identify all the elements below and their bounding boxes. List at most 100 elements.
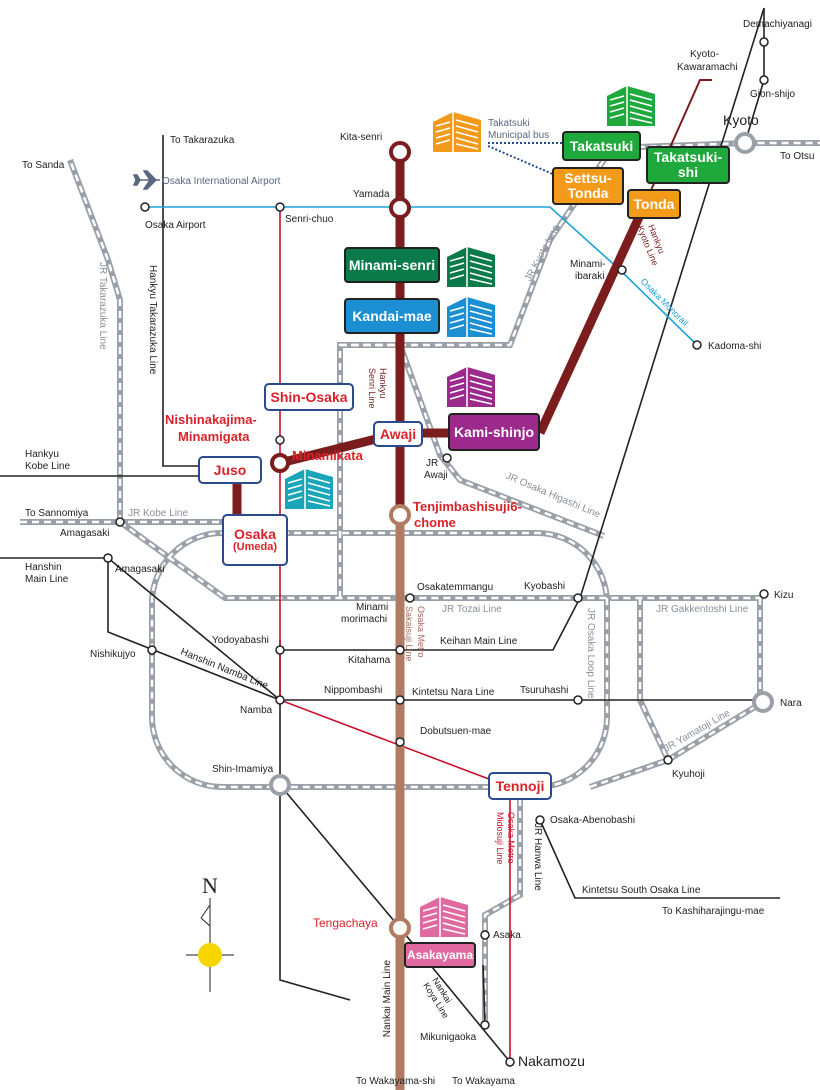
svg-text:Municipal bus: Municipal bus	[488, 130, 549, 141]
svg-text:Dobutsuen-mae: Dobutsuen-mae	[420, 726, 492, 737]
station-markers	[103, 37, 774, 1067]
compass-icon: N	[186, 873, 234, 992]
svg-text:Osaka Monorail: Osaka Monorail	[639, 276, 691, 328]
svg-text:Amagasaki: Amagasaki	[115, 564, 164, 575]
station-juso[interactable]: Juso	[198, 456, 262, 484]
svg-text:Osaka Metro: Osaka Metro	[506, 812, 516, 864]
campus-label: Asakayama	[406, 947, 474, 962]
campus-label: Takatsuki	[569, 137, 634, 154]
campus-label: Tonda	[567, 185, 609, 201]
svg-text:Asaka: Asaka	[493, 930, 521, 941]
station-label: Shin-Osaka	[270, 388, 348, 405]
svg-text:Nakamozu: Nakamozu	[518, 1053, 585, 1069]
svg-text:To Kashiharajingu-mae: To Kashiharajingu-mae	[662, 906, 765, 917]
private-lines	[0, 7, 780, 1063]
campus-takatsuki-shi[interactable]: Takatsuki-shi	[646, 146, 730, 184]
station-awaji[interactable]: Awaji	[373, 421, 423, 447]
svg-text:Nishinakajima-: Nishinakajima-	[165, 412, 257, 427]
svg-text:Mikunigaoka: Mikunigaoka	[420, 1032, 477, 1043]
svg-text:Osaka-Abenobashi: Osaka-Abenobashi	[550, 815, 635, 826]
svg-text:Nara: Nara	[780, 698, 802, 709]
svg-text:Namba: Namba	[240, 705, 273, 716]
svg-text:Gion-shijo: Gion-shijo	[750, 89, 795, 100]
svg-text:Senri-chuo: Senri-chuo	[285, 214, 334, 225]
monorail-line	[145, 206, 698, 346]
svg-text:morimachi: morimachi	[341, 614, 387, 625]
svg-text:Tengachaya: Tengachaya	[313, 916, 378, 930]
campus-label: Kami-shinjo	[453, 423, 535, 440]
svg-text:To Sannomiya: To Sannomiya	[25, 508, 89, 519]
compass-letter: N	[202, 873, 218, 898]
sun-icon	[198, 943, 222, 967]
campus-tonda[interactable]: Tonda	[627, 189, 681, 219]
campus-minami-senri[interactable]: Minami-senri	[344, 247, 440, 283]
svg-text:Hankyu: Hankyu	[378, 368, 388, 399]
red-station-labels: Nishinakajima- Minamigata Minamikata Ten…	[165, 412, 522, 930]
svg-text:JR Hanwa Line: JR Hanwa Line	[532, 823, 543, 891]
svg-text:Minamikata: Minamikata	[292, 448, 364, 463]
svg-text:JR Tozai Line: JR Tozai Line	[442, 604, 502, 615]
svg-text:ibaraki: ibaraki	[575, 271, 604, 282]
svg-text:Yodoyabashi: Yodoyabashi	[212, 635, 269, 646]
svg-text:Kadoma-shi: Kadoma-shi	[708, 341, 761, 352]
svg-text:To Wakayama: To Wakayama	[452, 1076, 515, 1087]
svg-text:Osaka Metro: Osaka Metro	[416, 606, 426, 658]
svg-text:Minami: Minami	[356, 602, 388, 613]
airplane-icon	[132, 170, 160, 190]
station-tennoji[interactable]: Tennoji	[488, 772, 552, 800]
svg-text:JR Osaka Loop Line: JR Osaka Loop Line	[585, 608, 596, 699]
campus-label: Tonda	[633, 195, 675, 212]
svg-text:Kitahama: Kitahama	[348, 655, 391, 666]
svg-text:Kizu: Kizu	[774, 590, 793, 601]
svg-text:Osaka Airport: Osaka Airport	[145, 220, 206, 231]
svg-text:Kyuhoji: Kyuhoji	[672, 769, 705, 780]
svg-text:Kita-senri: Kita-senri	[340, 132, 382, 143]
svg-text:Keihan Main Line: Keihan Main Line	[440, 636, 518, 647]
svg-text:JR Takarazuka Line: JR Takarazuka Line	[97, 262, 108, 350]
svg-text:Takatsuki: Takatsuki	[488, 118, 530, 129]
campus-settsu-tonda[interactable]: Settsu-Tonda	[552, 167, 624, 205]
svg-text:Osaka International Airport: Osaka International Airport	[162, 176, 281, 187]
campus-label: Takatsuki-	[653, 149, 723, 166]
station-shin-osaka[interactable]: Shin-Osaka	[264, 383, 354, 411]
svg-text:To Otsu: To Otsu	[780, 151, 814, 162]
svg-text:Kawaramachi: Kawaramachi	[677, 62, 738, 73]
campus-asakayama[interactable]: Asakayama	[404, 942, 476, 968]
svg-text:JR: JR	[426, 458, 438, 469]
svg-text:JR Kobe Line: JR Kobe Line	[128, 508, 188, 519]
svg-text:Kyoto-: Kyoto-	[690, 49, 719, 60]
svg-text:JR Yamatoji Line: JR Yamatoji Line	[662, 708, 733, 755]
svg-text:Nishikujyo: Nishikujyo	[90, 649, 136, 660]
svg-text:Hanshin: Hanshin	[25, 562, 62, 573]
svg-text:Tsuruhashi: Tsuruhashi	[520, 685, 568, 696]
station-label: Juso	[213, 461, 247, 478]
svg-text:Nankai Main Line: Nankai Main Line	[382, 960, 393, 1038]
svg-text:Minamigata: Minamigata	[178, 429, 250, 444]
svg-text:Main Line: Main Line	[25, 574, 69, 585]
svg-text:To Wakayama-shi: To Wakayama-shi	[356, 1076, 435, 1087]
station-label: Awaji	[379, 425, 417, 442]
svg-text:To Takarazuka: To Takarazuka	[170, 135, 235, 146]
campus-takatsuki[interactable]: Takatsuki	[562, 131, 641, 161]
campus-label: shi	[677, 164, 699, 180]
campus-label: Kandai-mae	[352, 307, 432, 324]
svg-text:JR Gakkentoshi Line: JR Gakkentoshi Line	[656, 604, 749, 615]
svg-text:Tenjimbashisuji6-: Tenjimbashisuji6-	[413, 499, 522, 514]
svg-text:Osakatemmangu: Osakatemmangu	[417, 582, 493, 593]
campus-kami-shinjo[interactable]: Kami-shinjo	[448, 413, 540, 451]
station-osaka-umeda[interactable]: Osaka(Umeda)	[222, 514, 288, 566]
svg-text:To Sanda: To Sanda	[22, 160, 65, 171]
svg-text:Shin-Imamiya: Shin-Imamiya	[212, 764, 274, 775]
svg-text:Awaji: Awaji	[424, 470, 448, 481]
svg-text:Sakaisuji Line: Sakaisuji Line	[404, 606, 414, 662]
campus-label: Settsu-	[564, 170, 612, 187]
svg-text:Midosuji Line: Midosuji Line	[495, 812, 505, 865]
svg-text:Senri Line: Senri Line	[367, 368, 377, 409]
svg-text:chome: chome	[414, 515, 456, 530]
svg-text:Hankyu: Hankyu	[25, 449, 59, 460]
station-label: Tennoji	[495, 777, 545, 794]
svg-text:Minami-: Minami-	[570, 259, 606, 270]
campus-kandai-mae[interactable]: Kandai-mae	[344, 298, 440, 334]
svg-text:Amagasaki: Amagasaki	[60, 528, 109, 539]
